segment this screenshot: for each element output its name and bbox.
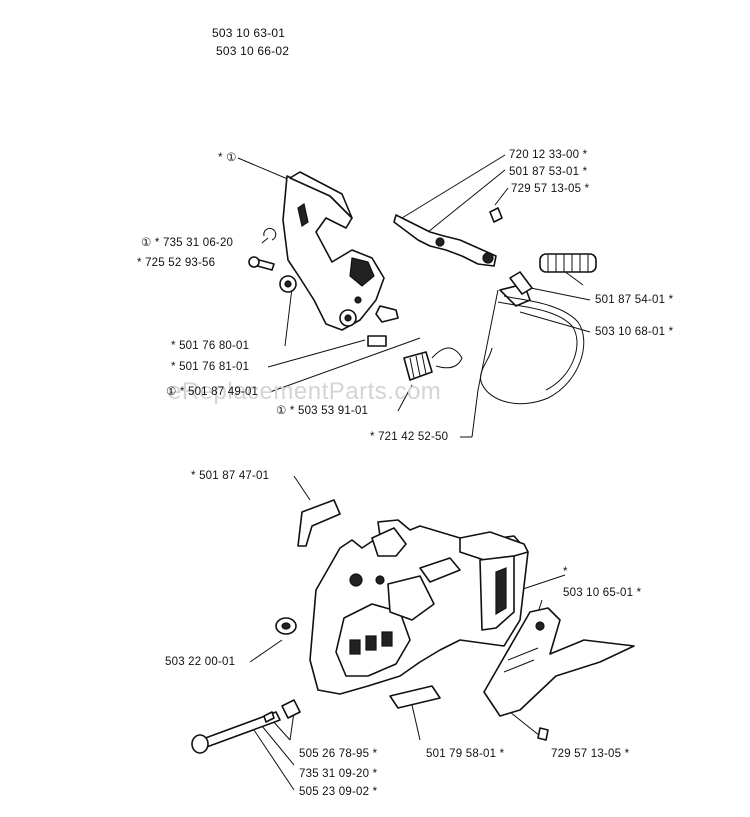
brake-link — [393, 207, 503, 267]
crankcase-housing — [309, 519, 529, 695]
screw-72957b — [537, 727, 549, 741]
label-501-87-49-01: ① * 501 87 49-01 — [166, 386, 259, 398]
header-code-1: 503 10 63-01 — [212, 26, 286, 40]
tensioner-screw — [191, 699, 301, 754]
label-503-53-91-01: ① * 503 53 91-01 — [276, 405, 369, 417]
label-501-87-54-01: 501 87 54-01 * — [595, 294, 674, 306]
bushing-50176 — [279, 275, 297, 293]
label-735-31-06-20: ① * 735 31 06-20 — [141, 237, 234, 249]
leader-lines — [237, 154, 591, 791]
watermark: eReplacementParts.com — [168, 378, 442, 405]
spring-501874 — [539, 253, 597, 273]
label-503-22-00-01: 503 22 00-01 — [165, 656, 236, 668]
label-505-23-09-02: 505 23 09-02 * — [299, 786, 378, 798]
label-501-79-58-01: 501 79 58-01 * — [426, 748, 505, 760]
label-505-26-78-95: 505 26 78-95 * — [299, 748, 378, 760]
side-plate-5031065 — [483, 607, 635, 717]
label-725-52-93-56: * 725 52 93-56 — [137, 257, 216, 269]
label-501-76-80-01: * 501 76 80-01 — [171, 340, 250, 352]
label-501-76-81-01: * 501 76 81-01 — [171, 361, 250, 373]
brake-band-721425 — [480, 271, 585, 405]
label-735-31-09-20: 735 31 09-20 * — [299, 768, 378, 780]
spring-503539 — [403, 347, 463, 381]
pad-501795 — [389, 685, 441, 709]
label-729-57-13-05-bottom: 729 57 13-05 * — [551, 748, 630, 760]
clip-501847 — [297, 499, 341, 547]
pin-501768 — [367, 305, 399, 347]
label-star-right: * — [563, 566, 568, 578]
label-503-10-68-01: 503 10 68-01 * — [595, 326, 674, 338]
label-503-10-65-01: 503 10 65-01 * — [563, 587, 642, 599]
screw-72552 — [248, 256, 275, 271]
label-729-57-13-05-top: 729 57 13-05 * — [511, 183, 590, 195]
label-marker-top: * ① — [218, 152, 237, 164]
chain-brake-lever — [282, 171, 385, 331]
header-code-2: 503 10 66-02 — [216, 44, 290, 58]
label-501-87-47-01: * 501 87 47-01 — [191, 470, 270, 482]
bushing-503220 — [275, 617, 297, 635]
label-721-42-52-50: * 721 42 52-50 — [370, 431, 449, 443]
label-501-87-53-01: 501 87 53-01 * — [509, 166, 588, 178]
label-720-12-33-00: 720 12 33-00 * — [509, 149, 588, 161]
clip-73531 — [263, 227, 277, 241]
